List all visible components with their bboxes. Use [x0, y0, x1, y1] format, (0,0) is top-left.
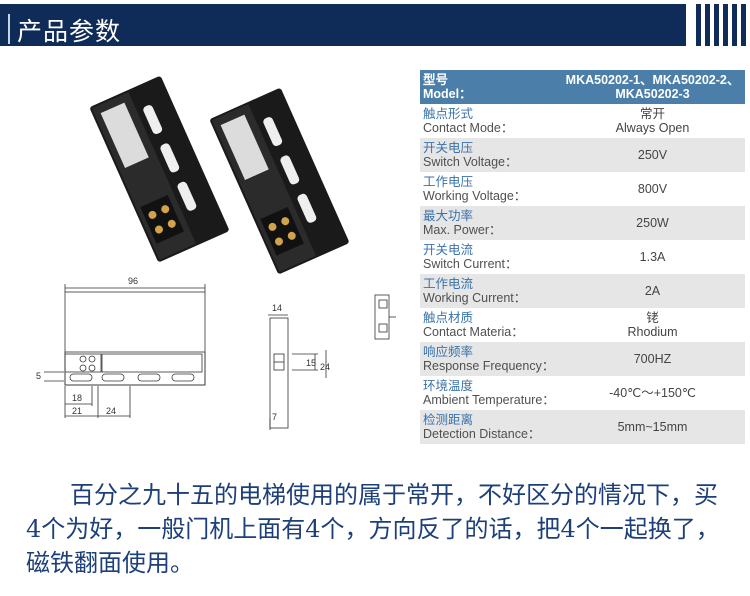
- row-value: Rhodium: [627, 325, 678, 339]
- row-label-en: Working Voltage：: [423, 189, 527, 203]
- row-value: 700HZ: [560, 342, 745, 376]
- row-label-zh: 检测距离: [423, 413, 474, 427]
- banner-divider: [8, 14, 10, 44]
- spec-header-row: 型号 Model： MKA50202-1、MKA50202-2、MKA50202…: [420, 70, 745, 104]
- section-title: 产品参数: [17, 17, 122, 46]
- row-value: 1.3A: [560, 240, 745, 274]
- row-value: Always Open: [615, 121, 690, 135]
- row-label-zh: 开关电流: [423, 243, 474, 257]
- header-label-zh: 型号: [423, 73, 449, 87]
- spec-header-value: MKA50202-1、MKA50202-2、MKA50202-3: [560, 70, 745, 104]
- product-photo: [90, 76, 349, 274]
- dim-24-bottom: 24: [106, 406, 116, 416]
- row-label-zh: 工作电压: [423, 175, 474, 189]
- row-label-zh: 触点形式: [423, 107, 474, 121]
- row-label-zh: 触点材质: [423, 311, 474, 325]
- dim-18: 18: [72, 393, 82, 403]
- dimension-drawing: 96 5 18 21 24 14 15 24 7: [36, 276, 396, 430]
- row-value-zh: 常开: [639, 107, 665, 121]
- dim-5: 5: [36, 371, 41, 381]
- dim-7: 7: [272, 412, 277, 422]
- row-label-zh: 环境温度: [423, 379, 474, 393]
- dim-21: 21: [72, 406, 82, 416]
- row-label-en: Detection Distance：: [423, 427, 541, 441]
- usage-note-paragraph: 百分之九十五的电梯使用的属于常开，不好区分的情况下，买4个为好，一般门机上面有4…: [26, 481, 720, 577]
- row-label-en: Max. Power：: [423, 223, 502, 237]
- row-label-en: Response Frequency：: [423, 359, 555, 373]
- row-label-zh: 最大功率: [423, 209, 474, 223]
- spec-header-label: 型号 Model：: [420, 70, 560, 104]
- row-label-en: Working Current：: [423, 291, 527, 305]
- dim-15: 15: [306, 358, 316, 368]
- row-label-en: Ambient Temperature：: [423, 393, 555, 407]
- row-label-zh: 响应频率: [423, 345, 474, 359]
- dim-96: 96: [128, 276, 138, 286]
- row-value-zh: 铑: [646, 311, 659, 325]
- row-value: 5mm~15mm: [560, 410, 745, 444]
- row-value: 2A: [560, 274, 745, 308]
- row-label-zh: 开关电压: [423, 141, 474, 155]
- header-label-en: Model：: [423, 87, 472, 101]
- banner-stripes: [692, 4, 750, 46]
- dim-14: 14: [272, 303, 282, 313]
- dim-24-side: 24: [320, 362, 330, 372]
- section-banner: 产品参数: [0, 4, 686, 46]
- row-value: 250W: [560, 206, 745, 240]
- row-value: 800V: [560, 172, 745, 206]
- row-label-en: Switch Current：: [423, 257, 518, 271]
- row-label-en: Contact Materia：: [423, 325, 524, 339]
- row-value: 250V: [560, 138, 745, 172]
- spec-table: 型号 Model： MKA50202-1、MKA50202-2、MKA50202…: [420, 70, 745, 444]
- row-label-zh: 工作电流: [423, 277, 474, 291]
- row-value: -40℃～+150℃: [560, 376, 745, 410]
- row-label-en: Switch Voltage：: [423, 155, 518, 169]
- row-label-en: Contact Mode：: [423, 121, 514, 135]
